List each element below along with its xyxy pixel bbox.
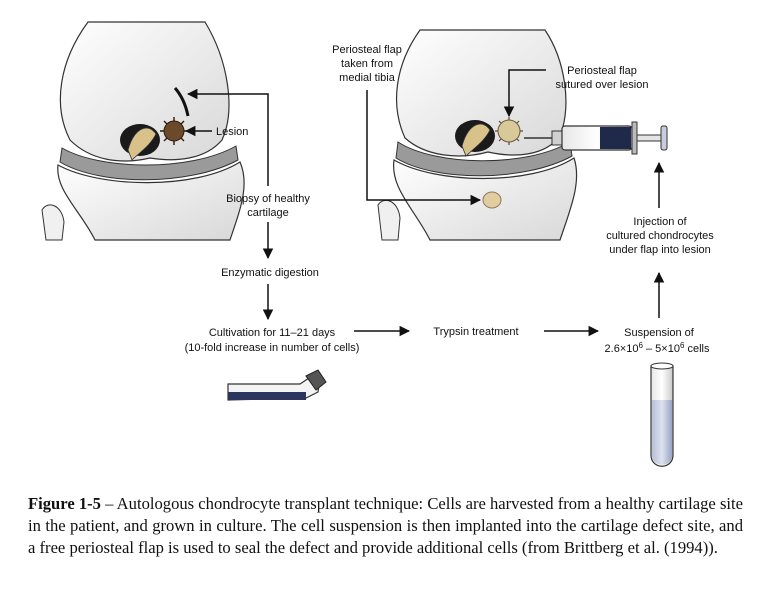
flow-arrows xyxy=(184,69,665,337)
lesion-label: Lesion xyxy=(216,126,248,138)
caption-text: – Autologous chondrocyte transplant tech… xyxy=(28,494,743,557)
biopsy-label-line2: cartilage xyxy=(247,207,289,219)
right-knee-illustration xyxy=(377,29,578,241)
injection-label-line3: under flap into lesion xyxy=(609,244,711,256)
cultivation-label-line1: Cultivation for 11–21 days xyxy=(209,327,336,339)
injection-label-line1: Injection of xyxy=(633,216,687,228)
syringe-icon xyxy=(524,121,668,155)
left-knee-illustration xyxy=(41,21,245,241)
lesion-icon xyxy=(160,117,188,145)
periosteal-taken-label-line2: taken from xyxy=(341,58,393,70)
suspension-label-line1: Suspension of xyxy=(624,327,695,339)
periosteal-sutured-label-line2: sutured over lesion xyxy=(556,79,649,91)
test-tube-icon xyxy=(650,362,674,467)
figure-caption: Figure 1-5 – Autologous chondrocyte tran… xyxy=(28,493,743,559)
figure-label: Figure 1-5 xyxy=(28,494,101,513)
biopsy-label-line1: Biopsy of healthy xyxy=(226,193,310,205)
transplant-diagram: Lesion Biopsy of healthy cartilage Enzym… xyxy=(41,21,714,467)
tibia-flap-site-icon xyxy=(482,191,502,209)
trypsin-label: Trypsin treatment xyxy=(433,326,518,338)
periosteal-taken-label-line3: medial tibia xyxy=(339,72,396,84)
biopsy-arrow xyxy=(186,88,269,186)
periosteal-sutured-label-line1: Periosteal flap xyxy=(567,65,637,77)
periosteal-taken-label-line1: Periosteal flap xyxy=(332,44,402,56)
sutured-flap-icon xyxy=(495,117,523,145)
injection-label-line2: cultured chondrocytes xyxy=(606,230,714,242)
flap-suture-arrow xyxy=(503,69,546,118)
cultivation-label-line2: (10-fold increase in number of cells) xyxy=(185,342,360,354)
suspension-label-line2: 2.6×106 – 5×106 cells xyxy=(605,341,710,355)
enzymatic-label: Enzymatic digestion xyxy=(221,267,319,279)
culture-flask-icon xyxy=(227,369,327,401)
flap-harvest-arrow xyxy=(366,90,482,206)
